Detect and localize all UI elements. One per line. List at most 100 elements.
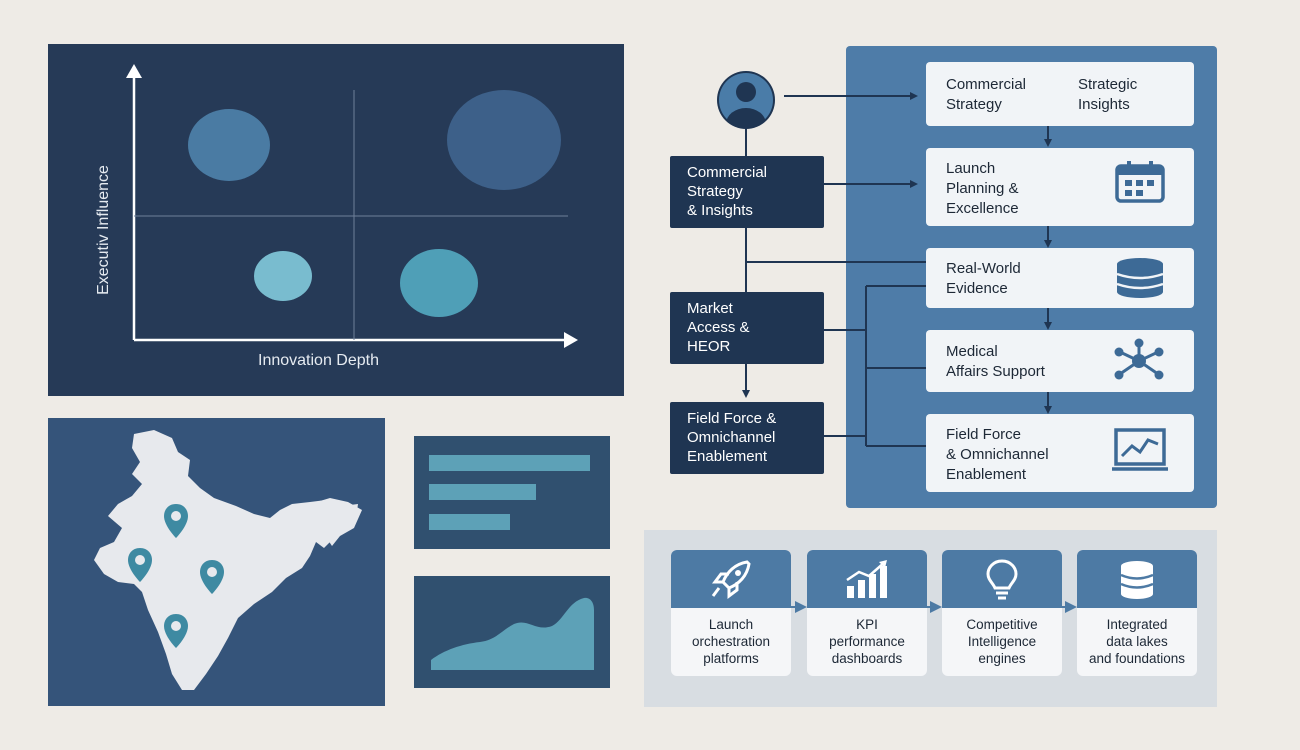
bar <box>429 484 536 500</box>
tile-header <box>807 550 927 608</box>
card-right-text: Strategic Insights <box>1078 75 1137 115</box>
card-line: Strategic <box>1078 76 1138 93</box>
tile-line: performance <box>829 634 905 649</box>
database-icon <box>1120 561 1154 599</box>
y-axis-label: Executiv Influence <box>95 165 112 295</box>
map-pin-icon <box>164 614 188 648</box>
box-line: Access & <box>687 319 750 336</box>
card-text: Launch Planning & Excellence <box>946 159 1019 219</box>
box-line: Field Force & <box>687 410 777 427</box>
card-line: Affairs Support <box>946 363 1045 380</box>
x-axis-label: Innovation Depth <box>258 352 379 369</box>
x-axis-arrow <box>564 332 578 348</box>
quadrant-chart-panel: Innovation Depth Executiv Influence <box>48 44 624 396</box>
capability-tile: KPI performance dashboards <box>807 550 927 676</box>
area-chart-shape <box>431 597 594 670</box>
tile-line: Integrated <box>1106 617 1168 632</box>
commercial-strategy-box: Commercial Strategy & Insights <box>670 156 824 228</box>
y-axis-arrow <box>126 64 142 78</box>
calendar-icon <box>1115 161 1165 203</box>
map-east-region <box>310 498 362 546</box>
card-line: Medical <box>946 343 998 360</box>
tile-line: Competitive <box>966 617 1038 632</box>
bar-chart-card <box>414 436 610 549</box>
card-line: Evidence <box>946 280 1008 297</box>
box-line: Enablement <box>687 448 768 465</box>
map-pin-icon <box>128 548 152 582</box>
india-map-graphic <box>94 430 362 690</box>
card-line: Enablement <box>946 466 1027 483</box>
capabilities-strip: Launch orchestration platforms KPI perfo… <box>644 530 1217 707</box>
bar <box>429 455 590 471</box>
card-line: Insights <box>1078 96 1130 113</box>
card-line: Real-World <box>946 260 1021 277</box>
map-pin-icon <box>200 560 224 594</box>
tile-line: data lakes <box>1106 634 1168 649</box>
tile-header <box>671 550 791 608</box>
card-line: Commercial <box>946 76 1027 93</box>
card-line: Strategy <box>946 96 1002 113</box>
tile-arrow <box>795 601 807 613</box>
field-force-card: Field Force & Omnichannel Enablement <box>926 414 1194 492</box>
card-line: Planning & <box>946 180 1019 197</box>
area-chart-card <box>414 576 610 688</box>
capability-tile: Competitive Intelligence engines <box>942 550 1062 676</box>
tile-line: and foundations <box>1088 651 1186 666</box>
card-line: Field Force <box>946 426 1022 443</box>
card-left-text: Commercial Strategy <box>946 75 1026 115</box>
line-chart-icon <box>1112 428 1168 471</box>
india-map-panel <box>48 418 385 706</box>
capability-tile: Launch orchestration platforms <box>671 550 791 676</box>
tile-line: orchestration <box>691 634 771 649</box>
field-force-box: Field Force & Omnichannel Enablement <box>670 402 824 474</box>
card-text: Field Force & Omnichannel Enablement <box>946 425 1049 485</box>
india-map-shape <box>94 430 358 690</box>
user-avatar-icon <box>717 71 775 129</box>
tile-label: Launch orchestration platforms <box>671 616 791 667</box>
bubble-top-right <box>447 90 561 190</box>
box-line: HEOR <box>687 338 731 355</box>
tile-header <box>942 550 1062 608</box>
box-line: Commercial <box>687 164 768 181</box>
box-line: Strategy <box>687 183 743 200</box>
lightbulb-icon <box>986 559 1018 600</box>
tile-label: Integrated data lakes and foundations <box>1077 616 1197 667</box>
bubble-top-left <box>188 109 270 181</box>
box-line: Omnichannel <box>687 429 776 446</box>
card-line: Excellence <box>946 200 1019 217</box>
area-chart-graphic <box>431 597 594 670</box>
network-icon <box>1114 338 1164 380</box>
tile-label: KPI performance dashboards <box>807 616 927 667</box>
tile-line: engines <box>978 651 1026 666</box>
database-icon <box>1116 258 1164 298</box>
card-line: & Omnichannel <box>946 446 1049 463</box>
card-text: Real-World Evidence <box>946 259 1021 299</box>
card-line: Launch <box>946 160 996 177</box>
bubble-bottom-left <box>254 251 312 301</box>
capability-tile: Integrated data lakes and foundations <box>1077 550 1197 676</box>
launch-planning-card: Launch Planning & Excellence <box>926 148 1194 226</box>
strategy-insights-card: Commercial Strategy Strategic Insights <box>926 62 1194 126</box>
tile-line: dashboards <box>831 651 903 666</box>
medical-affairs-card: Medical Affairs Support <box>926 330 1194 392</box>
box-line: & Insights <box>687 202 753 219</box>
card-text: Medical Affairs Support <box>946 342 1045 382</box>
tile-line: KPI <box>856 617 878 632</box>
tile-arrow <box>1065 601 1077 613</box>
tile-header <box>1077 550 1197 608</box>
tile-line: platforms <box>703 651 759 666</box>
tile-label: Competitive Intelligence engines <box>942 616 1062 667</box>
bar-chart-icon <box>846 560 887 598</box>
market-access-box: Market Access & HEOR <box>670 292 824 364</box>
quadrant-chart-graphic <box>126 64 578 348</box>
tile-arrow <box>930 601 942 613</box>
tile-line: Intelligence <box>967 634 1037 649</box>
map-pin-icon <box>164 504 188 538</box>
real-world-evidence-card: Real-World Evidence <box>926 248 1194 308</box>
bubble-bottom-right <box>400 249 478 317</box>
tile-connectors <box>791 601 1077 613</box>
rocket-icon <box>711 560 751 599</box>
tile-line: Launch <box>708 617 754 632</box>
box-line: Market <box>687 300 733 317</box>
bar <box>429 514 510 530</box>
